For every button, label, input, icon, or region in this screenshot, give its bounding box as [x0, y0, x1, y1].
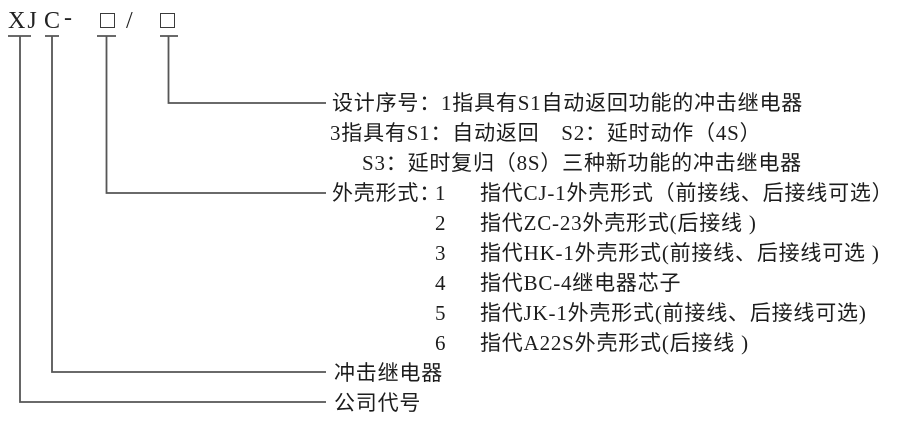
shell-form-option-desc: 指代JK-1外壳形式(前接线、后接线可选) — [480, 301, 867, 325]
design-serial-line1: 设计序号：1指具有S1自动返回功能的冲击继电器 — [332, 91, 804, 115]
company-code-connector-line — [8, 35, 326, 403]
shell-form-connector-line — [97, 35, 326, 194]
design-serial-placeholder-box — [160, 13, 175, 28]
impact-relay-label: 冲击继电器 — [334, 361, 443, 385]
shell-form-option-number: 6 — [435, 331, 447, 355]
slash-separator: / — [126, 8, 135, 34]
shell-form-option-number: 4 — [435, 271, 447, 295]
shell-form-option-number: 5 — [435, 301, 447, 325]
model-code: XJ C - / — [0, 0, 900, 40]
design-serial-line3: S3：延时复归（8S）三种新功能的冲击继电器 — [362, 151, 802, 175]
shell-form-option-desc: 指代A22S外壳形式(后接线 ) — [480, 331, 749, 355]
impact-relay-connector-line — [45, 35, 326, 373]
company-prefix-text: XJ — [8, 8, 39, 34]
shell-form-option-desc: 指代ZC-23外壳形式(后接线 ) — [480, 211, 757, 235]
shell-form-option-number: 2 — [435, 211, 447, 235]
design-serial-connector-line — [160, 35, 326, 104]
shell-form-option-desc: 指代HK-1外壳形式(前接线、后接线可选 ) — [480, 241, 880, 265]
shell-form-option-number: 3 — [435, 241, 447, 265]
dash-separator: - — [64, 5, 74, 31]
shell-form-label: 外壳形式： — [332, 181, 441, 205]
shell-form-placeholder-box — [100, 13, 115, 28]
shell-form-option-number: 1 — [435, 181, 447, 205]
shell-form-option-desc: 指代BC-4继电器芯子 — [480, 271, 682, 295]
company-code-label: 公司代号 — [334, 391, 422, 415]
shell-form-option-desc: 指代CJ-1外壳形式（前接线、后接线可选） — [480, 181, 894, 205]
relay-letter-text: C — [44, 8, 63, 34]
design-serial-line2: 3指具有S1：自动返回 S2：延时动作（4S） — [330, 121, 762, 145]
